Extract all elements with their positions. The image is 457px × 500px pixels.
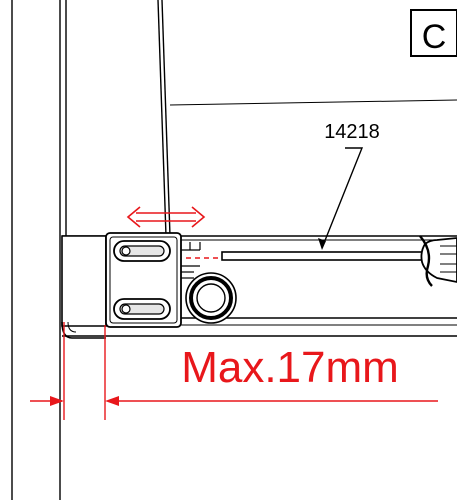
section-label-box: C bbox=[410, 9, 457, 57]
dimension-lines bbox=[30, 322, 438, 420]
frame-lines bbox=[11, 0, 457, 500]
part-number: 14218 bbox=[324, 121, 380, 143]
slide-clip bbox=[105, 232, 201, 328]
callout-leader bbox=[321, 147, 364, 249]
movement-arrow bbox=[126, 206, 206, 228]
dimension-arrowheads bbox=[50, 396, 119, 406]
roller-wheel bbox=[185, 272, 237, 324]
screwdriver bbox=[221, 235, 457, 287]
part-callout: 14218 bbox=[318, 121, 380, 250]
max-distance-label: Max.17mm bbox=[181, 343, 399, 392]
left-end-cap bbox=[61, 235, 107, 339]
section-label: C bbox=[422, 18, 447, 56]
